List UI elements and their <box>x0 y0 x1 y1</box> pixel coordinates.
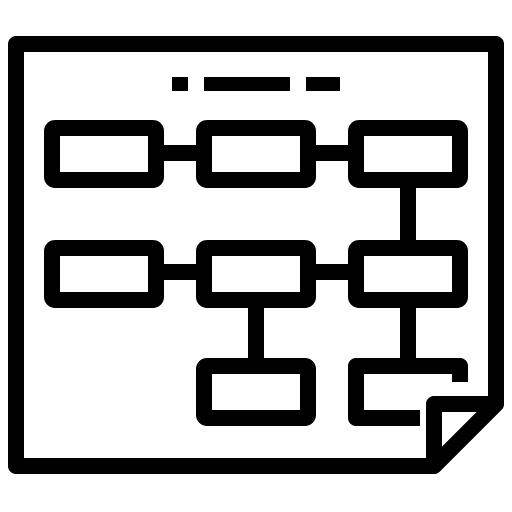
box-row1-col1 <box>44 120 164 188</box>
title-dash-middle <box>204 77 290 91</box>
box-row2-col2 <box>196 240 316 308</box>
box-row2-col3 <box>348 240 468 308</box>
title-dash-right <box>306 77 340 91</box>
page-fold <box>426 396 504 474</box>
box-row1-col3 <box>348 120 468 188</box>
box-row3-col2 <box>196 358 316 426</box>
box-row2-col1 <box>44 240 164 308</box>
box-row1-col2 <box>196 120 316 188</box>
box-row3-col3-partial <box>348 358 468 426</box>
title-dash-left <box>172 77 188 91</box>
flowchart-boxes <box>44 120 468 426</box>
